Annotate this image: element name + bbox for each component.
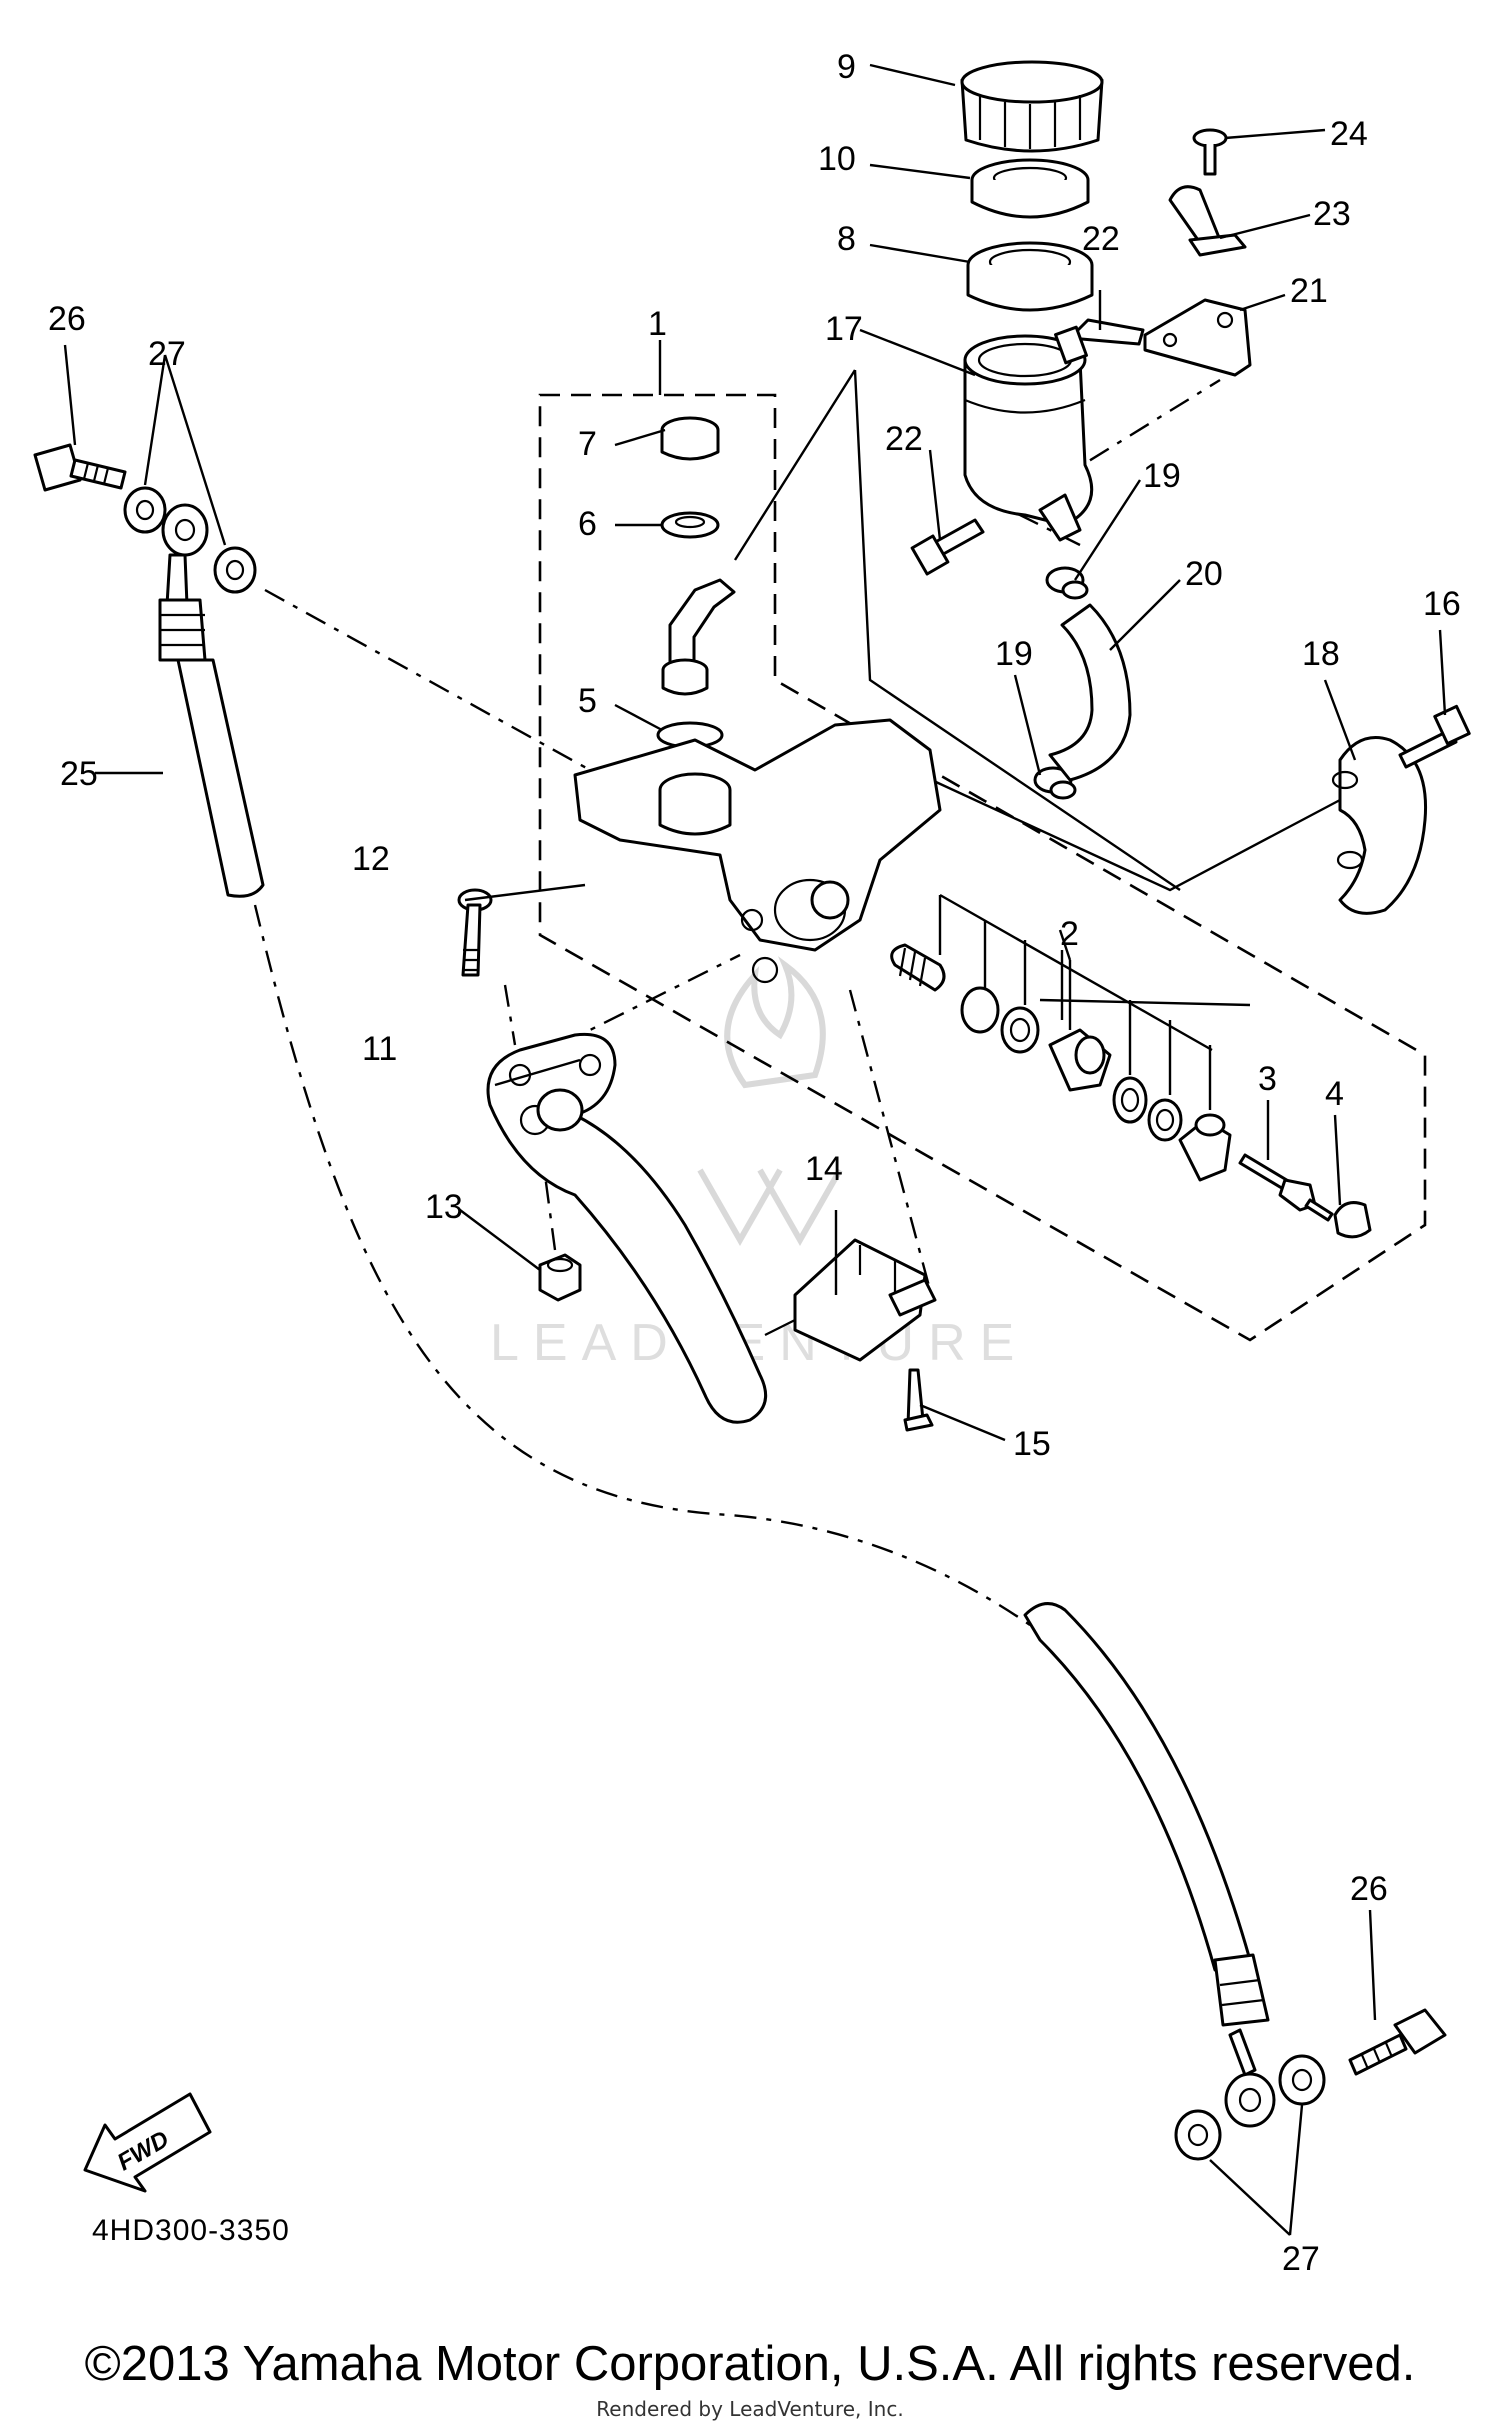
upper-banjo	[161, 503, 209, 557]
callout-15: 15	[1013, 1425, 1051, 1463]
hose-joint-clip	[660, 511, 720, 539]
clutch-hose-lower	[1023, 1602, 1270, 2077]
callout-12: 12	[352, 840, 390, 878]
callout-19-lower: 19	[995, 635, 1033, 673]
upper-washer-right	[213, 546, 257, 594]
callout-24: 24	[1330, 115, 1368, 153]
hose-routing-line	[253, 588, 1031, 1626]
callout-11: 11	[362, 1030, 397, 1068]
callout-5: 5	[578, 682, 597, 720]
callout-13: 13	[425, 1188, 463, 1226]
push-rod	[1238, 1153, 1334, 1222]
lever-pivot-nut	[538, 1253, 582, 1302]
callout-4: 4	[1325, 1075, 1344, 1113]
master-cylinder-holder	[1331, 736, 1428, 915]
callout-2: 2	[1060, 915, 1079, 953]
callout-9: 9	[837, 48, 856, 86]
upper-washer-left	[123, 486, 167, 534]
callout-27-lower: 27	[1282, 2240, 1320, 2278]
lower-washer-right	[1278, 2054, 1326, 2106]
dust-boot	[1178, 1113, 1232, 1182]
reservoir-bolt-lower	[910, 518, 985, 576]
reservoir-bolt-upper	[1054, 318, 1145, 365]
lever-pivot-bolt	[457, 888, 493, 977]
stay-screw	[1192, 128, 1228, 176]
callout-26-upper: 26	[48, 300, 86, 338]
hose-fitting	[661, 578, 736, 696]
callout-20: 20	[1185, 555, 1223, 593]
holder-bolt	[1398, 704, 1471, 769]
callout-14: 14	[805, 1150, 843, 1188]
rendered-by-notice: Rendered by LeadVenture, Inc.	[596, 2397, 904, 2421]
piston-cup-washer	[1000, 1006, 1040, 1054]
callout-27-upper: 27	[148, 335, 186, 373]
callout-22-lower: 22	[885, 420, 923, 458]
piston	[1048, 1028, 1112, 1092]
callout-7: 7	[578, 425, 597, 463]
callout-6: 6	[578, 505, 597, 543]
callout-3: 3	[1258, 1060, 1277, 1098]
piston-cup-primary	[960, 986, 1000, 1034]
watermark-text: LEADVENTURE	[490, 1314, 1028, 1372]
reservoir-bracket	[1143, 298, 1252, 377]
diaphragm-plate	[970, 158, 1090, 219]
callout-17: 17	[825, 310, 863, 348]
reservoir-cap	[960, 60, 1104, 153]
clutch-hose-upper	[158, 553, 265, 898]
callout-8: 8	[837, 220, 856, 258]
callout-18: 18	[1302, 635, 1340, 673]
reservoir-stay	[1168, 185, 1247, 257]
clutch-lever	[486, 1032, 768, 1424]
push-rod-nut	[1333, 1201, 1372, 1239]
callout-10: 10	[818, 140, 856, 178]
callout-19-upper: 19	[1143, 457, 1181, 495]
fwd-arrow-icon: FWD	[83, 2092, 212, 2193]
lower-union-bolt	[1348, 2008, 1447, 2076]
piston-spring	[890, 943, 946, 992]
circlip	[1147, 1098, 1183, 1142]
callout-26-lower: 26	[1350, 1870, 1388, 1908]
callout-22-upper: 22	[1082, 220, 1120, 258]
hose-joint-cap	[660, 416, 720, 461]
piston-cup-secondary	[1112, 1076, 1148, 1124]
clutch-switch	[764, 1238, 937, 1362]
assembly-outline	[538, 393, 1427, 1342]
callout-25: 25	[60, 755, 98, 793]
upper-union-bolt	[33, 443, 127, 492]
diaphragm	[966, 241, 1094, 312]
callout-1: 1	[648, 305, 667, 343]
clutch-switch-screw	[903, 1368, 934, 1432]
callout-23: 23	[1313, 195, 1351, 233]
callout-16: 16	[1423, 585, 1461, 623]
reservoir	[963, 334, 1094, 542]
reservoir-hose	[1048, 603, 1132, 782]
hose-clamp-upper	[1045, 566, 1089, 600]
lower-banjo	[1224, 2072, 1276, 2128]
master-cylinder-body	[573, 718, 942, 984]
callout-21: 21	[1290, 272, 1328, 310]
copyright-notice: ©2013 Yamaha Motor Corporation, U.S.A. A…	[84, 2337, 1416, 2391]
callout-labels: 1 2 3 4 5 6 7 8 9 10 11 12 13 14 15 16 1…	[48, 48, 1461, 2278]
hose-clamp-lower	[1033, 766, 1077, 800]
lower-washer-left	[1174, 2109, 1222, 2161]
diagram-code: 4HD300-3350	[92, 2214, 290, 2247]
